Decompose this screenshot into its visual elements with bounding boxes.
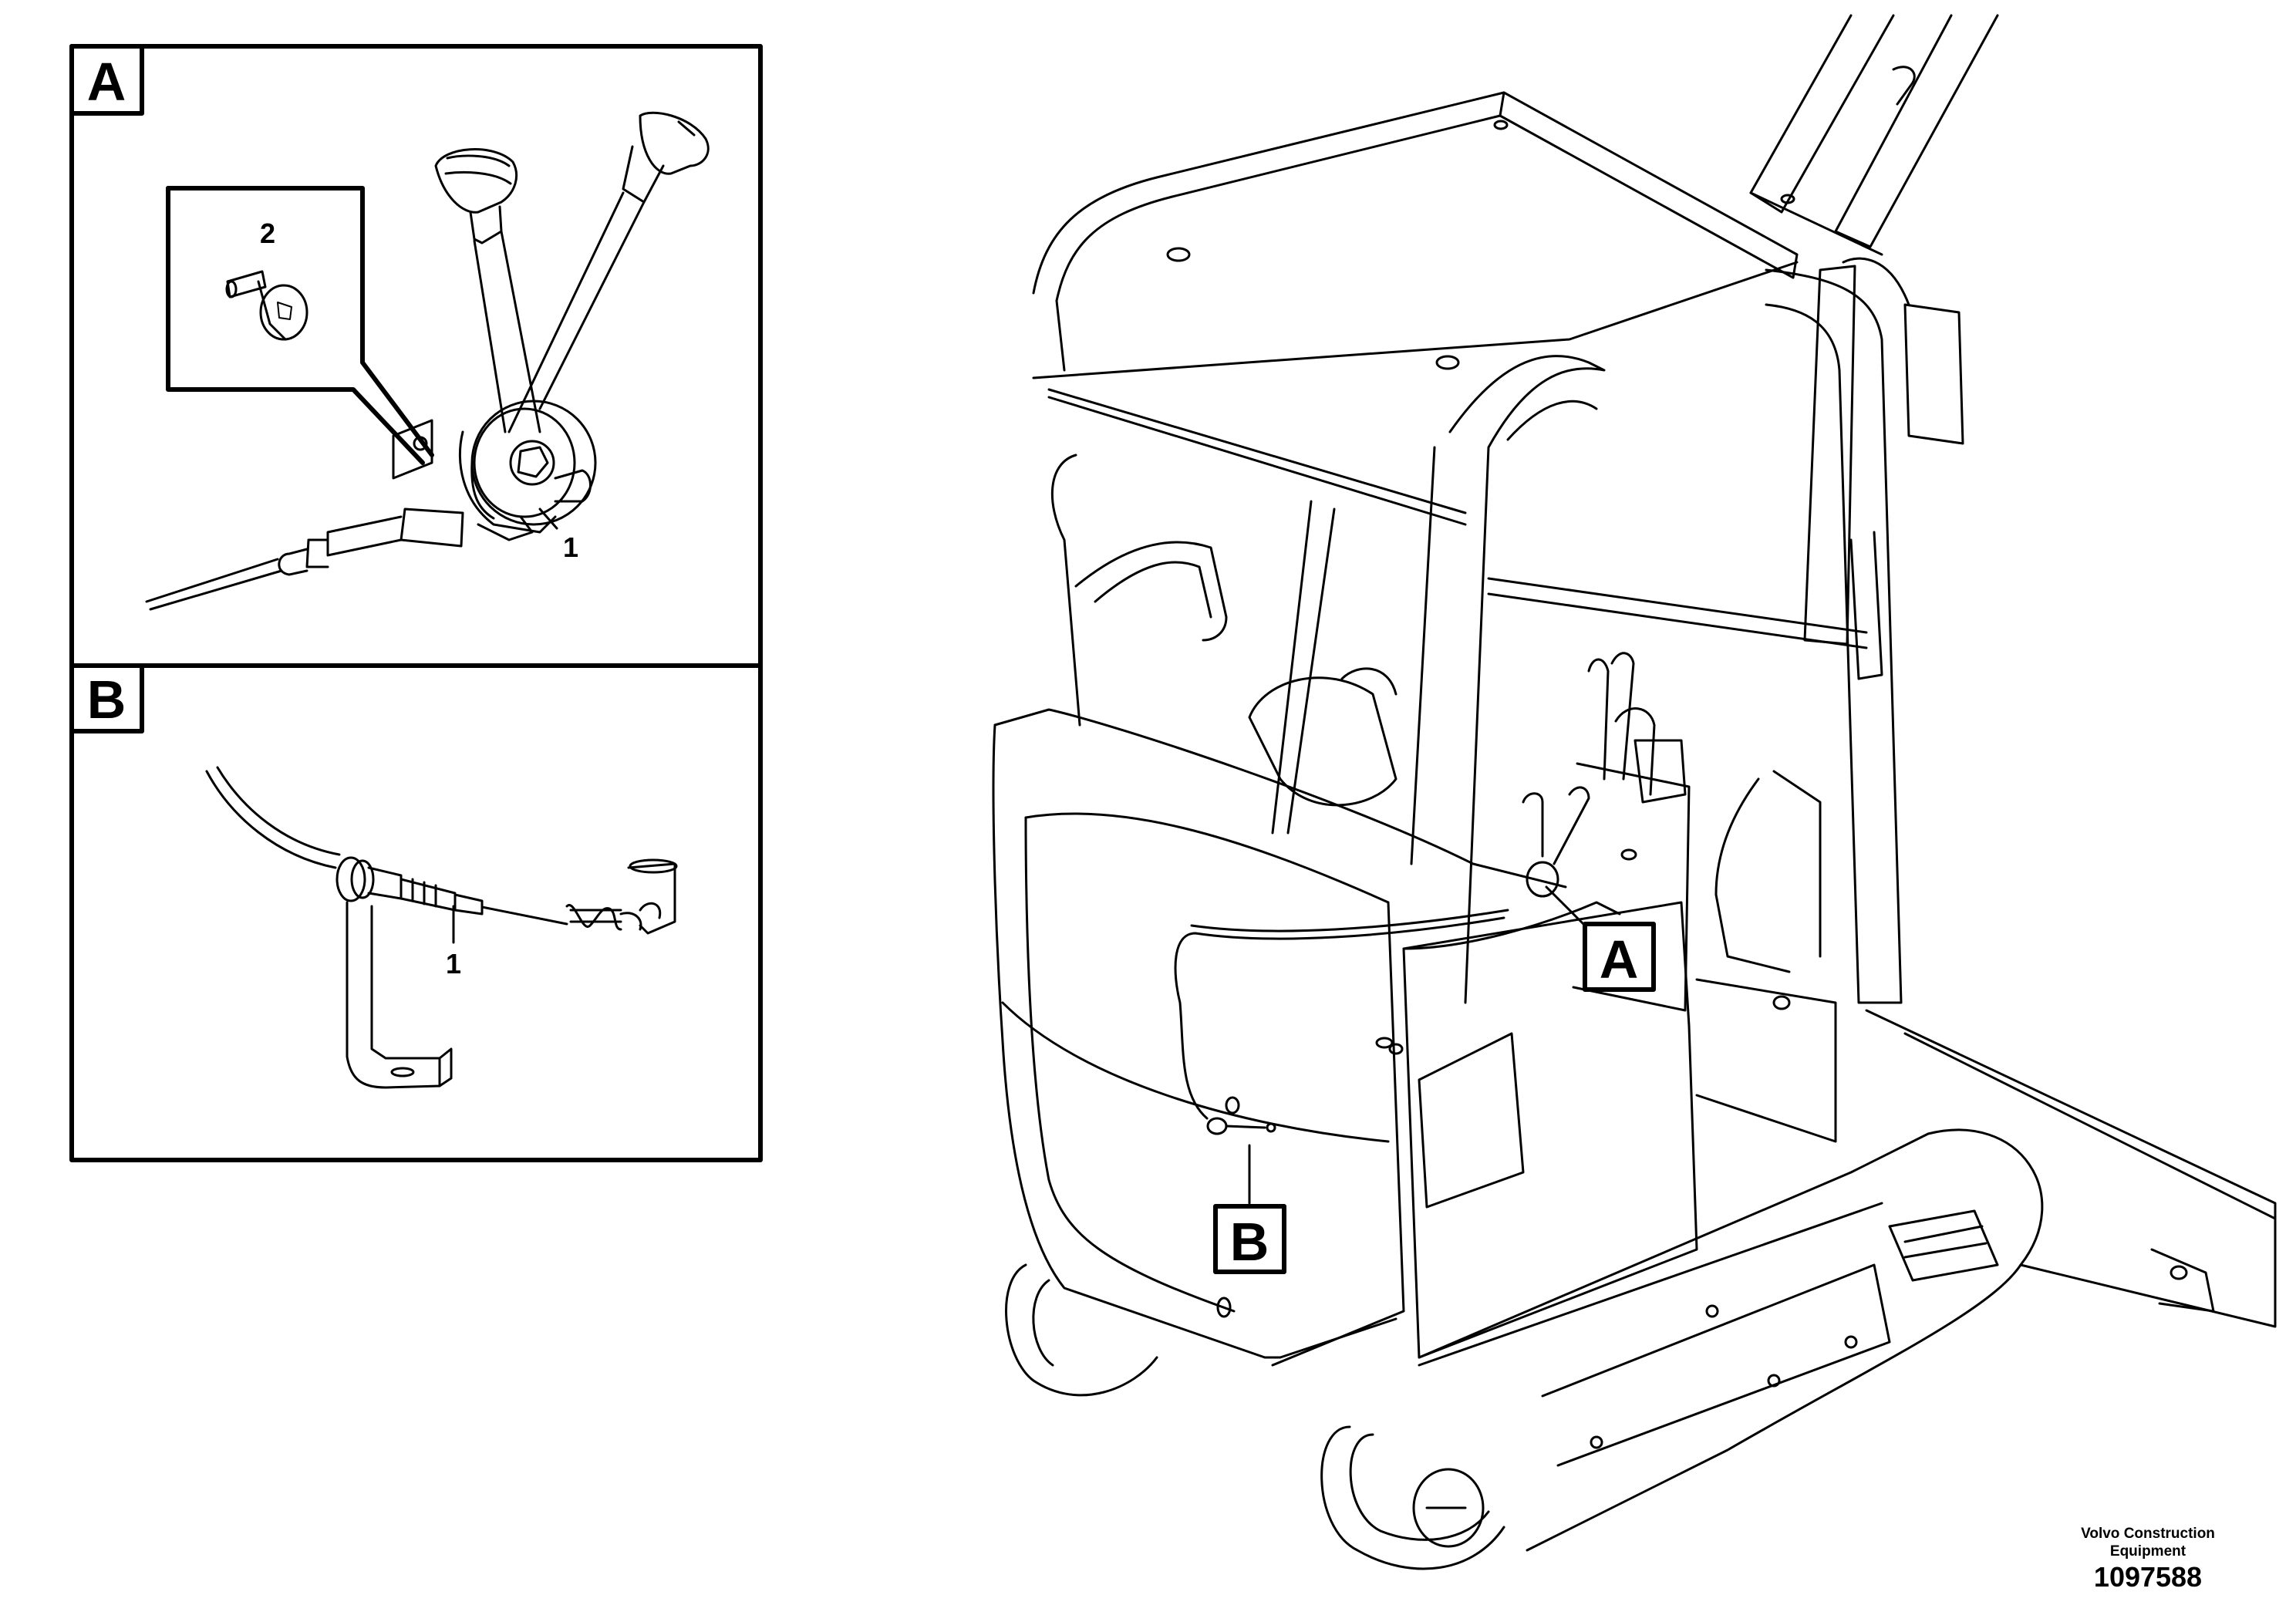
panel-a-label: A xyxy=(87,52,126,112)
throttle-lever-drawing xyxy=(145,111,710,611)
callout-a-main: A xyxy=(1583,922,1656,992)
detail-panel-a: A 2 xyxy=(69,44,763,668)
callout-b-label: B xyxy=(1230,1212,1269,1272)
excavator-drawing xyxy=(992,14,2277,1570)
panel-b-label: B xyxy=(87,669,126,730)
detail-panel-b: B xyxy=(69,663,763,1162)
inset-screw-box: 2 xyxy=(166,186,434,465)
callout-a-label: A xyxy=(1600,929,1639,990)
screw-icon xyxy=(225,270,308,341)
part-1-label-a: 1 xyxy=(563,531,578,563)
part-2-label: 2 xyxy=(260,218,275,249)
cable-end-drawing xyxy=(205,766,678,1089)
callout-b-main: B xyxy=(1213,1204,1286,1274)
part-1-label-b: 1 xyxy=(446,948,461,980)
